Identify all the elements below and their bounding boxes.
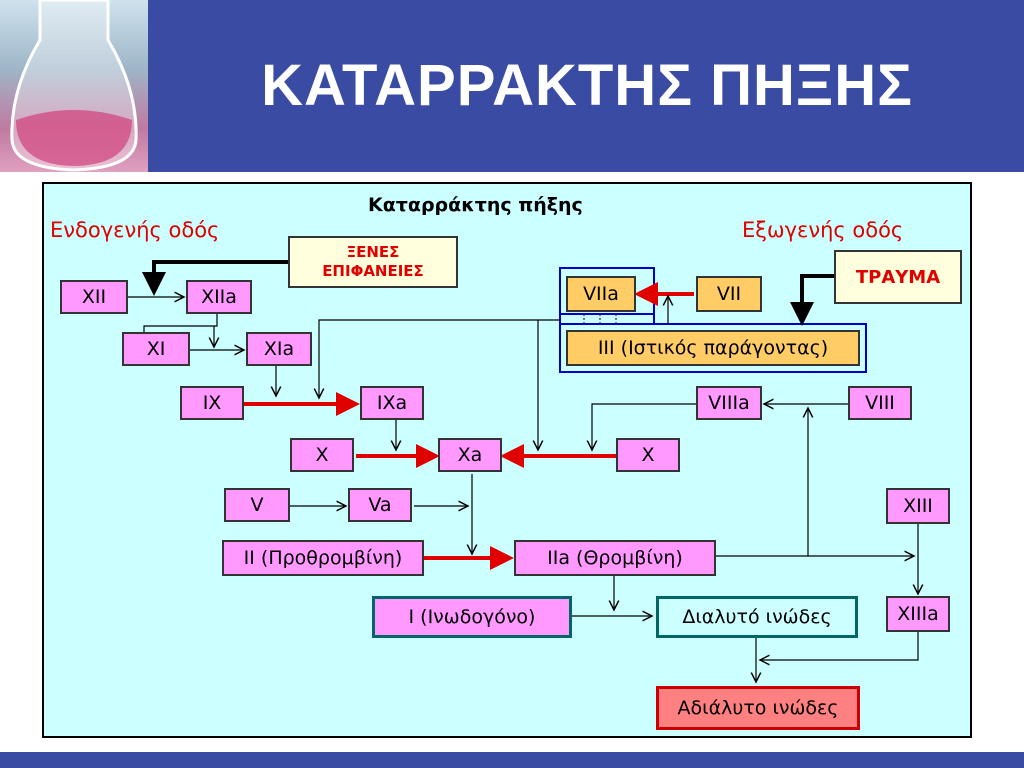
- node-xi: XI: [122, 332, 190, 366]
- node-xii: XII: [60, 280, 128, 314]
- node-iia: IIa (Θρομβίνη): [514, 540, 716, 576]
- node-ixa: IXa: [360, 386, 424, 420]
- node-ii: II (Προθρομβίνη): [222, 540, 424, 576]
- node-foreign-surfaces: ΞΕΝΕΣ ΕΠΙΦΑΝΕΙΕΣ: [288, 236, 458, 288]
- node-xiia: XIIa: [186, 280, 252, 314]
- node-ix: IX: [180, 386, 244, 420]
- node-fibrinogen: I (Ινωδογόνο): [372, 596, 572, 638]
- connector-lines: [128, 260, 974, 740]
- page-title: ΚΑΤΑΡΡΑΚΤΗΣ ΠΗΞΗΣ: [261, 53, 913, 118]
- footer-bar: [0, 752, 1024, 768]
- node-xia: XIa: [246, 332, 312, 366]
- node-v: V: [224, 488, 290, 522]
- node-xa: Xa: [438, 438, 502, 472]
- coagulation-cascade-diagram: Καταρράκτης πήξης Ενδογενής οδός Εξωγενή…: [42, 182, 972, 738]
- flask-image: [0, 0, 148, 172]
- node-soluble-fibrin: Διαλυτό ινώδες: [656, 596, 858, 638]
- node-viiia: VIIIa: [696, 386, 762, 420]
- node-trauma: ΤΡΑΥΜΑ: [834, 250, 962, 304]
- node-insoluble-fibrin: Αδιάλυτο ινώδες: [656, 686, 860, 730]
- node-va: Va: [348, 488, 412, 522]
- node-viii: VIII: [848, 386, 912, 420]
- node-x-right: X: [616, 438, 680, 472]
- node-iii: III (Ιστικός παράγοντας): [566, 330, 860, 366]
- slide-header: ΚΑΤΑΡΡΑΚΤΗΣ ΠΗΞΗΣ: [0, 0, 1024, 172]
- node-vii: VII: [696, 276, 762, 312]
- intrinsic-pathway-label: Ενδογενής οδός: [50, 218, 220, 242]
- diagram-caption: Καταρράκτης πήξης: [368, 194, 583, 216]
- extrinsic-pathway-label: Εξωγενής οδός: [742, 218, 904, 242]
- node-xiii: XIII: [886, 488, 950, 524]
- node-viia: VIIa: [566, 276, 636, 312]
- node-x-left: X: [290, 438, 354, 472]
- node-xiiia: XIIIa: [886, 596, 950, 632]
